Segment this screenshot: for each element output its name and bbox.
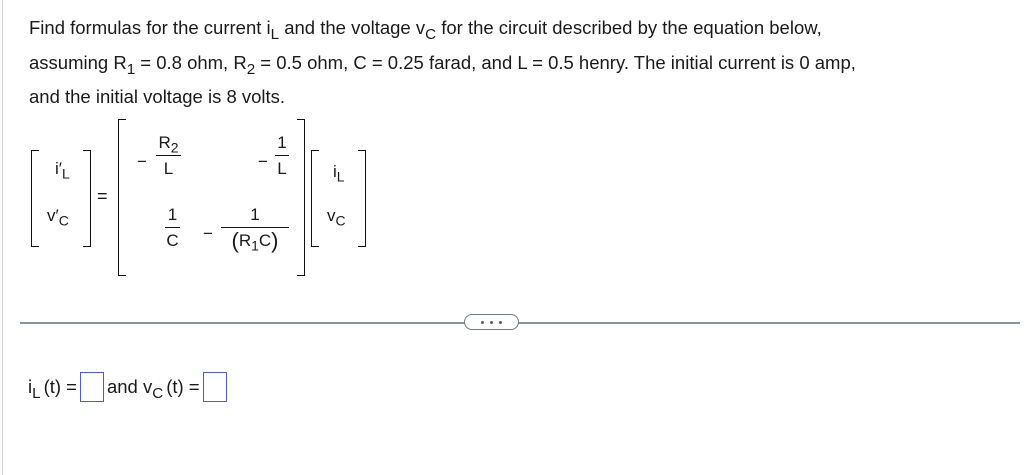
text: and the voltage v	[279, 17, 426, 38]
rhs-entry-2: vC	[327, 206, 346, 227]
problem-line-3: and the initial voltage is 8 volts.	[29, 86, 286, 107]
numerator: 1	[167, 205, 178, 224]
fraction-bar	[221, 227, 289, 229]
text: i	[28, 376, 33, 397]
text: = 0.8 ohm, R	[135, 51, 247, 73]
text: for the circuit described by the equatio…	[436, 17, 822, 38]
fraction-bar	[156, 155, 181, 157]
subscript: C	[335, 212, 346, 229]
rhs-entry-1: iL	[333, 162, 345, 183]
lhs-entry-1: i′L	[55, 159, 70, 180]
problem-statement: Find formulas for the current iL and the…	[29, 11, 1009, 115]
fraction-bar	[165, 227, 180, 229]
subscript: 2	[170, 139, 179, 156]
text: R	[158, 133, 171, 152]
a12-fraction: 1 L	[275, 133, 289, 179]
a12-minus: −	[258, 152, 268, 171]
lhs-right-bracket	[83, 150, 91, 247]
paren: )	[271, 228, 279, 254]
subscript: C	[58, 212, 69, 229]
subscript: L	[32, 384, 41, 402]
ellipsis-dot-icon	[499, 320, 502, 324]
vc-label: and vC(t) =	[106, 376, 200, 401]
text: Find formulas for the current i	[29, 17, 271, 38]
subscript: 1	[251, 237, 259, 254]
text: C	[258, 231, 272, 251]
numerator: 1	[250, 205, 260, 224]
subscript: C	[152, 384, 164, 402]
text: (t) =	[43, 376, 77, 397]
paren: (	[231, 228, 239, 254]
subscript: L	[336, 168, 345, 185]
text: v′	[47, 206, 59, 225]
equals-sign: =	[97, 186, 108, 206]
subscript: 2	[246, 60, 256, 78]
numerator: R2	[156, 133, 181, 156]
denominator: (R1C)	[221, 228, 289, 254]
matrix-right-bracket	[297, 119, 305, 276]
numerator: 1	[277, 133, 287, 152]
ellipsis-dot-icon	[490, 320, 493, 324]
fraction-bar	[275, 155, 289, 157]
more-options-button[interactable]	[464, 314, 519, 330]
a11-minus: −	[137, 152, 147, 171]
a22-minus: −	[203, 224, 213, 243]
rhs-left-bracket	[311, 150, 319, 247]
text: = 0.5 ohm, C = 0.25 farad, and L = 0.5 h…	[255, 51, 856, 73]
text: R	[238, 231, 252, 251]
denominator: L	[277, 159, 287, 179]
subscript: L	[270, 25, 280, 43]
denominator: C	[166, 231, 179, 251]
a21-fraction: 1 C	[165, 205, 180, 251]
il-label: iL(t) =	[28, 376, 77, 401]
vc-answer-input[interactable]	[202, 372, 227, 402]
a22-fraction: 1 (R1C)	[221, 205, 289, 254]
answer-row: iL(t) = and vC(t) =	[28, 372, 230, 402]
section-divider	[20, 322, 1020, 324]
text: v	[327, 206, 336, 225]
subscript: 1	[126, 60, 136, 78]
subscript: L	[61, 165, 70, 182]
text: i′	[55, 159, 62, 178]
lhs-entry-2: v′C	[47, 206, 69, 227]
ellipsis-dot-icon	[481, 320, 484, 324]
text: i	[333, 162, 337, 181]
text: (t) =	[166, 376, 200, 397]
left-border	[2, 0, 3, 475]
il-answer-input[interactable]	[79, 372, 104, 402]
matrix-left-bracket	[118, 119, 126, 276]
text: and v	[106, 376, 153, 397]
rhs-right-bracket	[358, 150, 366, 247]
text: assuming R	[29, 51, 127, 73]
problem-line-1: Find formulas for the current iL and the…	[29, 11, 1009, 46]
problem-line-2: assuming R1 = 0.8 ohm, R2 = 0.5 ohm, C =…	[29, 46, 1009, 81]
subscript: C	[425, 25, 437, 43]
lhs-left-bracket	[31, 150, 39, 247]
a11-fraction: R2 L	[156, 133, 181, 179]
denominator: L	[163, 159, 174, 179]
